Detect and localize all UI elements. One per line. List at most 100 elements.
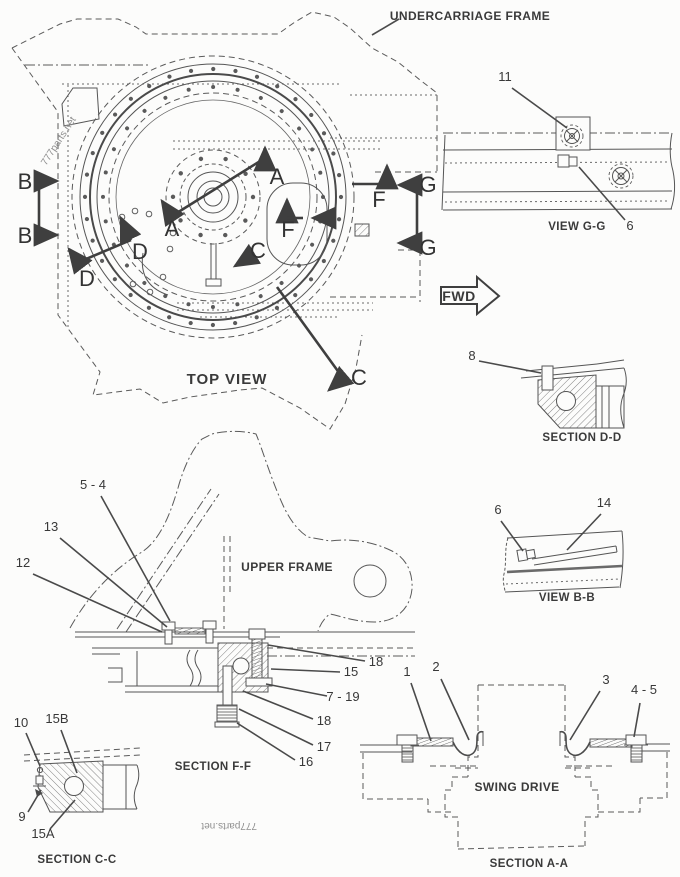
ff-top-bolt-18 (245, 628, 273, 687)
inner-bolt-holes (101, 85, 325, 309)
interior-contour (141, 252, 169, 296)
fwd-arrow-shape (440, 274, 501, 317)
hub-bolt-holes (170, 154, 256, 240)
cc-bearing-ball (64, 776, 84, 796)
leader-4-5 (633, 702, 641, 738)
leader-2 (440, 678, 470, 741)
swing-drive-label: SWING DRIVE (474, 780, 559, 794)
watermark-bottom: 777parts.net (201, 820, 257, 831)
bb-tube (533, 551, 618, 566)
upper-frame-outline (69, 430, 413, 632)
callout-8: 8 (468, 348, 475, 363)
undercarriage-frame-label: UNDERCARRIAGE FRAME (390, 9, 550, 23)
section-letter-b-bottom: B (18, 223, 33, 248)
leader-17 (238, 708, 314, 746)
callout-16: 16 (299, 754, 313, 769)
callout-7-19: 7 - 19 (326, 689, 359, 704)
leader-18b (242, 690, 314, 720)
callout-15b: 15B (45, 711, 68, 726)
leader-11 (511, 87, 568, 129)
upper-frame-label: UPPER FRAME (241, 560, 333, 574)
section-letter-d-top: D (132, 239, 148, 264)
section-letter-g-bottom: G (419, 235, 436, 260)
section-letter-f-left: F (281, 217, 294, 242)
leader-15 (270, 668, 341, 673)
callout-15: 15 (344, 664, 358, 679)
callout-1: 1 (403, 664, 410, 679)
callout-13: 13 (44, 519, 58, 534)
leader-3 (569, 690, 601, 741)
top-view-caption: TOP VIEW (187, 371, 268, 388)
section-marker-a: A A (160, 145, 285, 241)
upper-frame-section-ff: UPPER FRAME 5 - 4 13 12 (16, 430, 415, 773)
bolt-11 (560, 124, 584, 148)
swing-drive-outline (444, 684, 599, 850)
callout-5-4: 5 - 4 (80, 477, 106, 492)
section-letter-d-bottom: D (79, 266, 95, 291)
leader-16 (236, 722, 296, 761)
leader-12 (32, 573, 163, 633)
leader-18a (267, 644, 366, 662)
section-letter-b-top: B (18, 169, 33, 194)
leader-7-19 (265, 683, 328, 697)
view-bb: 6 14 VIEW B-B (494, 495, 624, 604)
section-ff-caption: SECTION F-F (175, 761, 252, 773)
fwd-label: FWD (442, 288, 475, 304)
grease-fitting-6 (557, 154, 578, 168)
section-letter-a-bottom: A (165, 216, 180, 241)
leader-1 (410, 682, 432, 742)
callout-18b: 18 (317, 713, 331, 728)
callout-10: 10 (14, 715, 28, 730)
fwd-arrow: FWD (440, 274, 501, 317)
section-letter-f-right: F (372, 187, 385, 212)
section-aa-caption: SECTION A-A (490, 858, 569, 870)
swing-bearing-ring (71, 55, 355, 339)
leader-6-bb (500, 520, 524, 552)
aa-left-bolt (395, 734, 419, 763)
callout-4-5: 4 - 5 (631, 682, 657, 697)
section-dd: 8 SECTION D-D (468, 348, 627, 444)
callout-9: 9 (18, 809, 25, 824)
aa-left-shield (410, 730, 484, 757)
callout-11: 11 (498, 69, 512, 84)
leader-15a (49, 799, 76, 830)
callout-3: 3 (602, 672, 609, 687)
dd-bearing-ball (556, 391, 576, 411)
leader-13 (59, 537, 168, 628)
callout-15a: 15A (31, 826, 54, 841)
ff-top-bolts (161, 620, 217, 645)
leader-10 (25, 732, 41, 767)
dd-gear-block (595, 367, 627, 429)
section-letter-a-top: A (270, 164, 285, 189)
frame-outline-left-bottom (11, 47, 363, 430)
callout-18a: 18 (369, 654, 383, 669)
section-marker-g: G G (396, 172, 437, 260)
bracket-hole (353, 564, 387, 598)
undercarriage-leader (371, 18, 400, 36)
ff-lower-bolt (214, 665, 240, 728)
outer-bolt-holes (82, 66, 344, 328)
bb-fitting-6 (516, 548, 536, 562)
callout-17: 17 (317, 739, 331, 754)
leader-9 (27, 789, 42, 813)
corner-plate (61, 87, 100, 127)
beam-right-break (669, 132, 676, 210)
view-gg-caption: VIEW G-G (548, 221, 606, 233)
ff-deck-structure (92, 647, 218, 693)
callout-12: 12 (16, 555, 30, 570)
section-letter-c-bottom: C (351, 365, 367, 390)
watermark-top-left: 777parts.net (39, 115, 79, 168)
callout-2: 2 (432, 659, 439, 674)
view-gg: 11 6 VIEW G-G (441, 69, 676, 233)
section-marker-d: D D (67, 215, 148, 291)
frame-outline-top (11, 11, 438, 172)
leader-14 (566, 513, 602, 551)
aa-frame-right (598, 752, 668, 813)
aa-right-bolt (624, 734, 648, 763)
aa-frame-left (362, 753, 452, 813)
mount-plate (555, 116, 591, 151)
leader-15b (60, 729, 78, 774)
flange-bolt (608, 163, 634, 189)
